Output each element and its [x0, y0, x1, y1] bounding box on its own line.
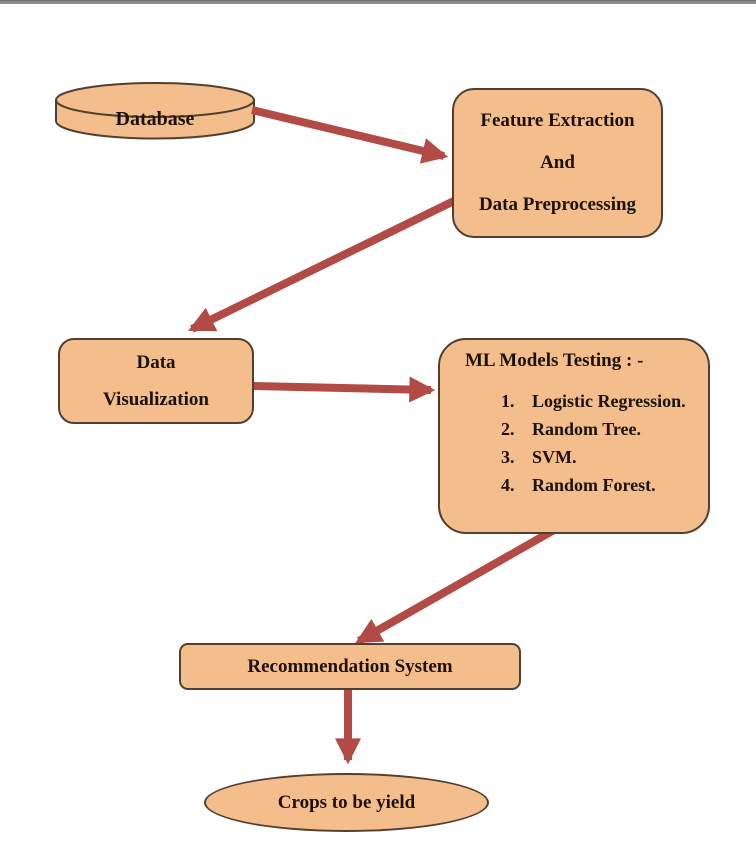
node-feature-extraction-line: Feature Extraction: [480, 110, 635, 131]
node-feature-extraction-line: And: [540, 152, 575, 173]
node-database: Database: [55, 98, 255, 140]
list-item-number: 2.: [501, 419, 515, 439]
top-border-line: [0, 0, 756, 4]
node-database-label: Database: [115, 107, 195, 130]
list-item-number: 4.: [501, 475, 515, 495]
node-data-visualization: Data Visualization: [58, 338, 254, 424]
ml-models-list-item: 1. Logistic Regression.: [501, 387, 708, 415]
list-item-text: Random Forest.: [532, 475, 656, 495]
arrow-data-visualization-to-ml-models: [251, 376, 436, 403]
node-recommendation-system: Recommendation System: [179, 643, 521, 690]
node-data-visualization-line: Visualization: [103, 388, 209, 410]
node-data-visualization-line: Data: [136, 351, 176, 373]
node-crops-label: Crops to be yield: [277, 791, 416, 813]
ml-models-list-item: 2. Random Tree.: [501, 415, 708, 443]
node-feature-extraction: Feature Extraction And Data Preprocessin…: [452, 88, 663, 238]
node-crops: Crops to be yield: [204, 773, 489, 832]
arrow-ml-models-to-recommendation-system: [355, 526, 556, 645]
ml-models-list: 1. Logistic Regression. 2. Random Tree. …: [501, 387, 708, 499]
list-item-text: Random Tree.: [532, 419, 642, 439]
node-ml-models-title: ML Models Testing : -: [465, 350, 644, 371]
arrow-database-to-feature-extraction: [251, 106, 449, 164]
ml-models-list-item: 3. SVM.: [501, 443, 708, 471]
ml-models-list-item: 4. Random Forest.: [501, 471, 708, 499]
list-item-text: Logistic Regression.: [532, 391, 686, 411]
list-item-text: SVM.: [532, 447, 577, 467]
node-feature-extraction-line: Data Preprocessing: [478, 194, 637, 215]
database-cylinder-shape: [55, 82, 255, 140]
list-item-number: 1.: [501, 391, 515, 411]
node-ml-models: ML Models Testing : - 1. Logistic Regres…: [438, 338, 710, 534]
arrow-feature-extraction-to-data-visualization: [188, 195, 460, 333]
list-item-number: 3.: [501, 447, 515, 467]
node-recommendation-system-label: Recommendation System: [247, 655, 453, 677]
